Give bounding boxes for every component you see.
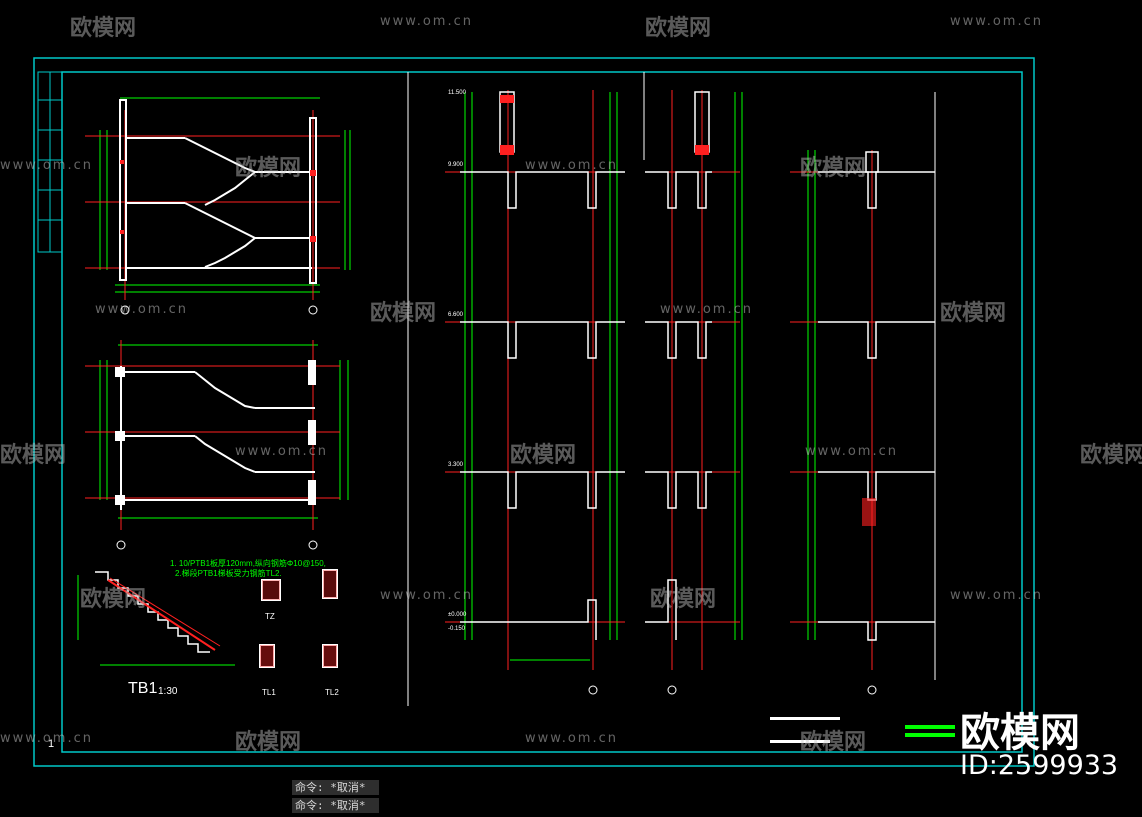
watermark-logo: 欧模网 (800, 730, 867, 755)
watermark-logo: 欧模网 (940, 301, 1007, 326)
title-strip (37, 71, 63, 253)
watermark-logo: 欧模网 (235, 730, 302, 755)
watermark-url: www.om.cn (525, 731, 618, 746)
sheet-outer-frame (33, 57, 1035, 767)
watermark-logo: 欧模网 (1080, 443, 1142, 468)
beam-label-tz: TZ (265, 612, 275, 621)
tb1-detail-scale: 1:30 (158, 686, 178, 697)
stair-section-2 (85, 340, 349, 550)
watermark-logo: 欧模网 (80, 587, 147, 612)
watermark-logo: 欧模网 (70, 16, 137, 41)
watermark-url: www.om.cn (235, 444, 328, 459)
elevation-label-3: 3.300 (448, 462, 464, 468)
command-line-history-1: 命令: *取消* (292, 780, 379, 795)
elevation-label-1: -0.150 (448, 626, 466, 632)
sheet-inner-frame (61, 71, 1023, 753)
beam-label-tl2: TL2 (325, 688, 339, 697)
watermark-logo: 欧模网 (510, 443, 577, 468)
watermark-logo: 欧模网 (800, 156, 867, 181)
column-elevation-1 (445, 90, 625, 695)
elevation-label-2: ±0.000 (448, 612, 467, 618)
watermark-logo: 欧模网 (645, 16, 712, 41)
watermark-url: www.om.cn (950, 14, 1043, 29)
stair-section-1 (85, 97, 351, 315)
design-note-1: 1. 10/PTB1板厚120mm,纵向钢筋Φ10@150, (170, 559, 326, 568)
elevation-label-6: 11.500 (448, 90, 466, 96)
beam-label-tl1: TL1 (262, 688, 276, 697)
beam-sections (259, 569, 338, 668)
legend-notes (770, 717, 955, 743)
column-elevation-3 (790, 92, 936, 695)
watermark-url: www.om.cn (380, 588, 473, 603)
watermark-url: www.om.cn (525, 158, 618, 173)
tb1-detail-title: TB1 (128, 680, 158, 697)
watermark-url: www.om.cn (950, 588, 1043, 603)
watermark-url: www.om.cn (660, 302, 753, 317)
elevation-label-5: 9.900 (448, 162, 464, 168)
brand-logo: 欧模网 (960, 710, 1080, 756)
model-id: ID:2599933 (960, 750, 1119, 781)
design-note-2: 2.梯段PTB1梯板受力钢筋TL2. (175, 569, 282, 578)
watermark-url: www.om.cn (380, 14, 473, 29)
command-line-history-2[interactable]: 命令: *取消* (292, 798, 379, 813)
tb1-detail (77, 571, 235, 666)
watermark-url: www.om.cn (0, 158, 93, 173)
sheet-number: 1 (48, 738, 55, 750)
watermark-logo: 欧模网 (650, 587, 717, 612)
column-elevation-2 (645, 90, 743, 695)
watermark-logo: 欧模网 (235, 156, 302, 181)
watermark-logo: 欧模网 (370, 301, 437, 326)
elevation-label-4: 6.600 (448, 312, 464, 318)
watermark-logo: 欧模网 (0, 443, 67, 468)
watermark-url: www.om.cn (805, 444, 898, 459)
watermark-url: www.om.cn (0, 731, 93, 746)
watermark-url: www.om.cn (95, 302, 188, 317)
